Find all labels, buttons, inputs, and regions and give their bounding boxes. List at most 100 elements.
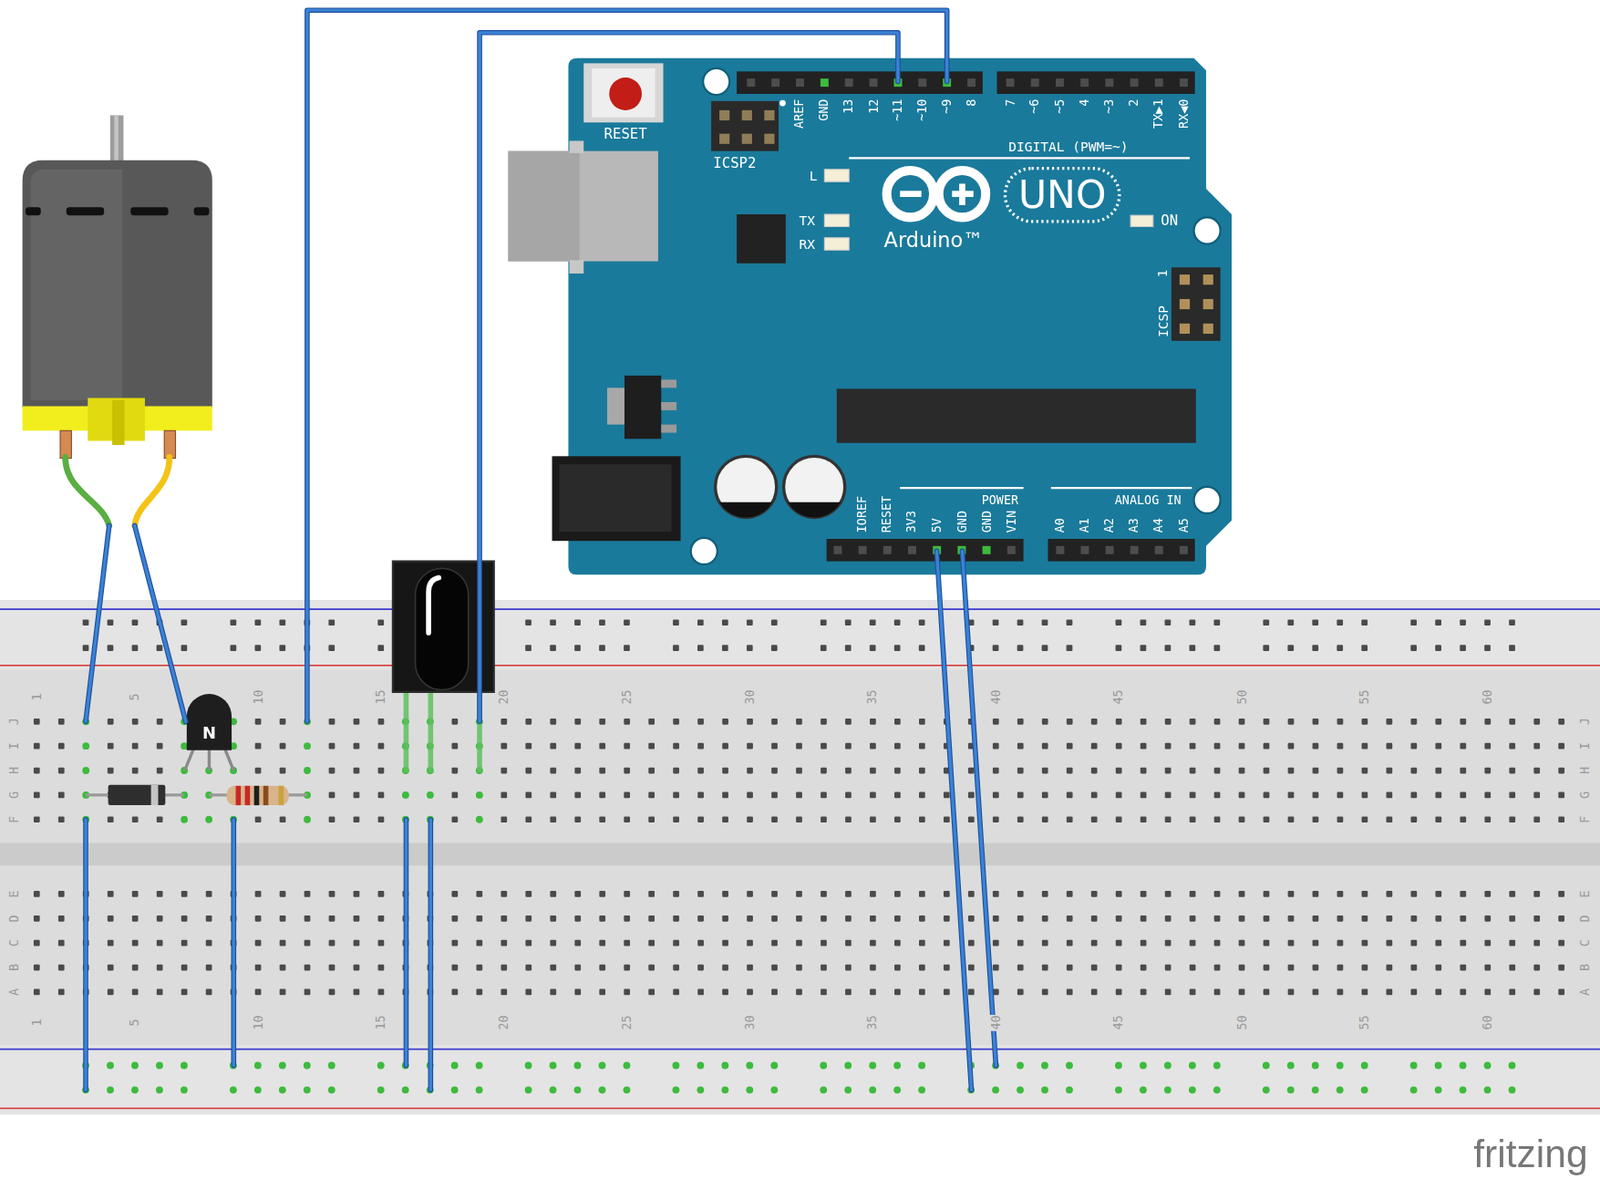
breadboard-hole (845, 915, 852, 922)
breadboard-hole (353, 939, 361, 947)
breadboard-hole (329, 815, 336, 823)
header-pin (1104, 78, 1114, 87)
breadboard-hole (795, 815, 803, 823)
capacitor (719, 502, 773, 518)
resistor-symbol (245, 785, 251, 806)
breadboard-hole (156, 989, 164, 996)
pin-header (1047, 538, 1195, 562)
breadboard-hole (1508, 939, 1516, 947)
row-letter: B (7, 962, 22, 972)
breadboard-hole (771, 743, 778, 750)
diode-symbol (151, 784, 159, 806)
breadboard-hole (1361, 619, 1368, 626)
jumper-wire (134, 525, 186, 722)
rail-line (0, 1107, 1600, 1110)
breadboard-hole (1263, 890, 1270, 898)
breadboard-holes (33, 619, 1565, 1094)
breadboard-hole (1288, 743, 1295, 750)
icsp-header (742, 110, 753, 121)
breadboard-hole (1484, 767, 1491, 775)
breadboard-hole (1017, 989, 1024, 996)
breadboard-hole (1508, 989, 1516, 996)
breadboard-hole (525, 619, 532, 626)
breadboard-hole (722, 767, 729, 775)
breadboard-hole (1386, 743, 1394, 750)
breadboard-hole (1238, 989, 1246, 996)
breadboard-hole (1140, 989, 1147, 996)
breadboard-hole (1091, 890, 1098, 898)
column-number: 20 (496, 1013, 512, 1031)
breadboard-hole (672, 619, 680, 626)
breadboard-hole (574, 815, 581, 823)
breadboard-hole (107, 644, 114, 651)
board-label: ICSP2 (712, 154, 756, 170)
breadboard-hole (82, 766, 90, 775)
jumper-wire (961, 550, 996, 1065)
breadboard-hole (475, 939, 483, 947)
status-led (824, 169, 1153, 250)
breadboard-hole (1263, 792, 1270, 799)
breadboard-hole (1459, 619, 1466, 626)
breadboard-hole (1188, 619, 1196, 626)
row-letter: C (7, 938, 22, 948)
column-number: 60 (1480, 1013, 1496, 1031)
header-pin (746, 78, 755, 87)
jumper-wire (85, 525, 110, 722)
breadboard-hole (1508, 767, 1516, 775)
breadboard-hole (1263, 743, 1270, 750)
dc-motor (134, 456, 170, 526)
row-letter: B (1577, 962, 1592, 972)
breadboard-hole (1337, 939, 1344, 947)
breadboard-hole (1288, 915, 1295, 922)
breadboard-hole (648, 939, 655, 947)
column-number: 30 (743, 688, 758, 705)
breadboard-hole (156, 964, 164, 971)
header-pin (820, 78, 829, 87)
breadboard-hole (1017, 890, 1024, 898)
breadboard-hole (132, 644, 139, 651)
breadboard-hole (1337, 964, 1344, 971)
breadboard-hole (500, 743, 507, 750)
breadboard-hole (33, 718, 41, 725)
column-number: 60 (1480, 688, 1496, 705)
icsp-header (742, 134, 753, 145)
resistor-symbol (254, 785, 260, 806)
breadboard-hole (1165, 989, 1172, 996)
breadboard-hole (574, 644, 581, 651)
breadboard-hole (33, 743, 41, 750)
breadboard-hole (132, 964, 139, 971)
breadboard-hole (549, 619, 557, 626)
breadboard-hole (1213, 619, 1220, 626)
breadboard-hole (1386, 767, 1394, 775)
breadboard-hole (1263, 939, 1270, 947)
jumper-wire (405, 819, 407, 1066)
icsp-header (1203, 299, 1214, 310)
breadboard-hole (1312, 915, 1320, 922)
breadboard-hole (255, 767, 262, 775)
breadboard-hole (1165, 619, 1172, 626)
breadboard-hole (329, 964, 336, 971)
breadboard-hole (549, 989, 557, 996)
breadboard-hole (648, 890, 655, 898)
breadboard-hole (1115, 644, 1123, 651)
breadboard-hole (58, 915, 65, 922)
breadboard-hole (1288, 939, 1295, 947)
header-pin (1105, 546, 1115, 555)
breadboard-hole (1287, 644, 1294, 651)
breadboard-hole (303, 766, 311, 775)
silkscreen-line (1051, 486, 1192, 489)
breadboard-hole (1508, 644, 1516, 651)
pin-header (746, 78, 1188, 555)
breadboard-hole (549, 964, 557, 971)
header-pin (1179, 546, 1188, 555)
breadboard-hole (1214, 939, 1221, 947)
icsp-header (763, 134, 775, 145)
breadboard-hole (648, 743, 655, 750)
breadboard-hole (1434, 939, 1442, 947)
breadboard-hole (771, 644, 778, 651)
breadboard-hole (132, 890, 139, 898)
wire-outline (82, 819, 89, 1091)
pin-label: RESET (880, 495, 893, 533)
breadboard-hole (574, 1085, 582, 1094)
breadboard-hole (1165, 939, 1172, 947)
